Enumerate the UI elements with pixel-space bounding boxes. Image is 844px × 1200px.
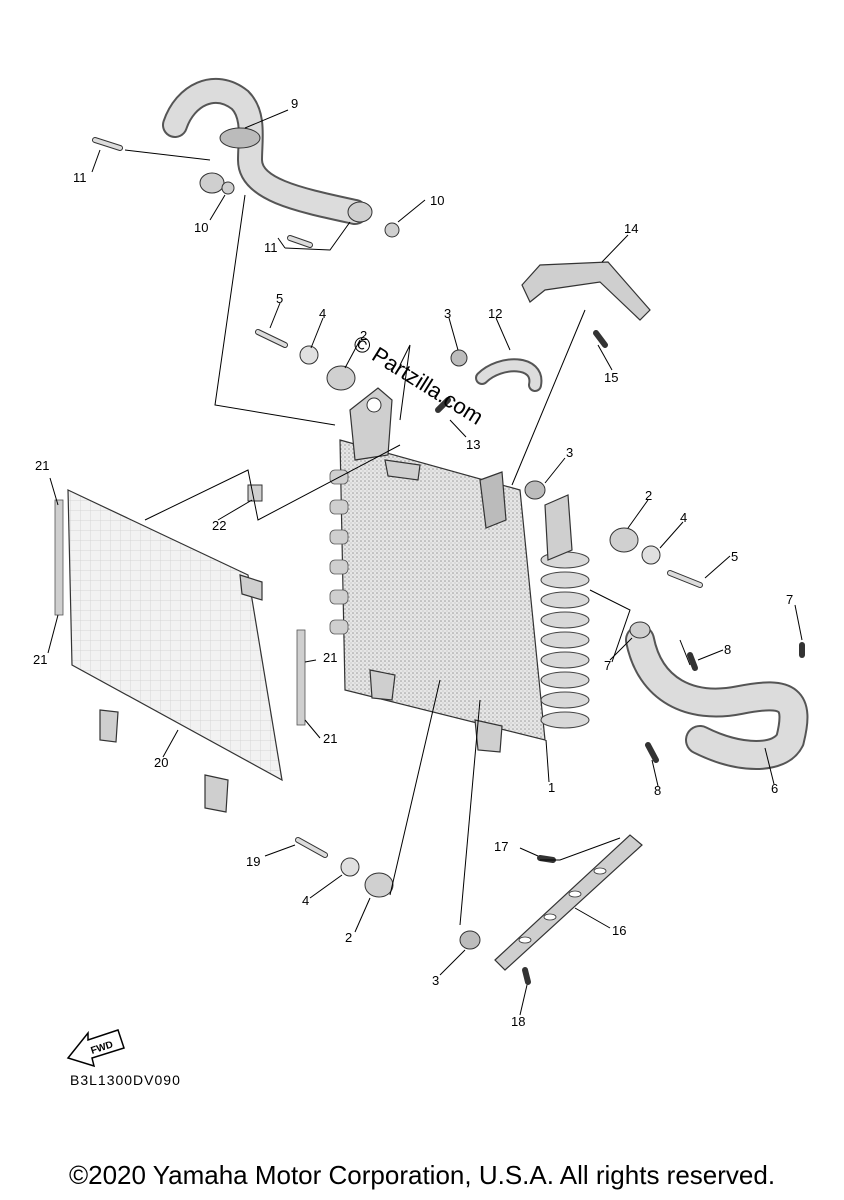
small-parts (92, 137, 805, 985)
callout-21-top-left: 21 (35, 458, 49, 473)
callout-2-lower: 2 (345, 930, 352, 945)
callout-22: 22 (212, 518, 226, 533)
callout-20: 20 (154, 755, 168, 770)
callout-21-lower-right: 21 (323, 731, 337, 746)
callout-3-upper: 3 (444, 306, 451, 321)
side-strips (54, 499, 306, 726)
callout-7-left: 7 (604, 658, 611, 673)
radiator-guard (67, 489, 283, 813)
callout-5-right: 5 (731, 549, 738, 564)
callout-1: 1 (548, 780, 555, 795)
callout-numbers: 1 2 2 2 3 3 3 4 4 4 5 5 6 7 7 8 8 9 10 1… (33, 96, 793, 1029)
callout-6: 6 (771, 781, 778, 796)
callout-7-right: 7 (786, 592, 793, 607)
callout-17: 17 (494, 839, 508, 854)
callout-14: 14 (624, 221, 638, 236)
callout-21-bottom-left: 21 (33, 652, 47, 667)
callout-2-right: 2 (645, 488, 652, 503)
callout-12: 12 (488, 306, 502, 321)
callout-4-right: 4 (680, 510, 687, 525)
leader-lines (47, 109, 803, 1016)
fwd-arrow: FWD (66, 1029, 125, 1068)
callout-4-upper: 4 (319, 306, 326, 321)
callout-8-upper: 8 (724, 642, 731, 657)
callout-9: 9 (291, 96, 298, 111)
upper-hose (162, 77, 373, 225)
radiator-core (329, 387, 590, 753)
callout-8-lower: 8 (654, 783, 661, 798)
callout-3-right: 3 (566, 445, 573, 460)
callout-13: 13 (466, 437, 480, 452)
callout-11-left: 11 (73, 170, 87, 185)
callout-3-lower: 3 (432, 973, 439, 988)
callout-16: 16 (612, 923, 626, 938)
lower-hose (625, 621, 809, 770)
callout-11-right: 11 (264, 240, 278, 255)
callout-5-upper: 5 (276, 291, 283, 306)
copyright-notice: ©2020 Yamaha Motor Corporation, U.S.A. A… (68, 1160, 776, 1190)
callout-4-lower: 4 (302, 893, 309, 908)
callout-18: 18 (511, 1014, 525, 1029)
callout-10-right: 10 (430, 193, 444, 208)
callout-2-upper: 2 (360, 328, 367, 343)
callout-19: 19 (246, 854, 260, 869)
diagram-code: B3L1300DV090 (70, 1072, 181, 1088)
callout-15: 15 (604, 370, 618, 385)
callout-21-upper-right: 21 (323, 650, 337, 665)
callout-10-left: 10 (194, 220, 208, 235)
